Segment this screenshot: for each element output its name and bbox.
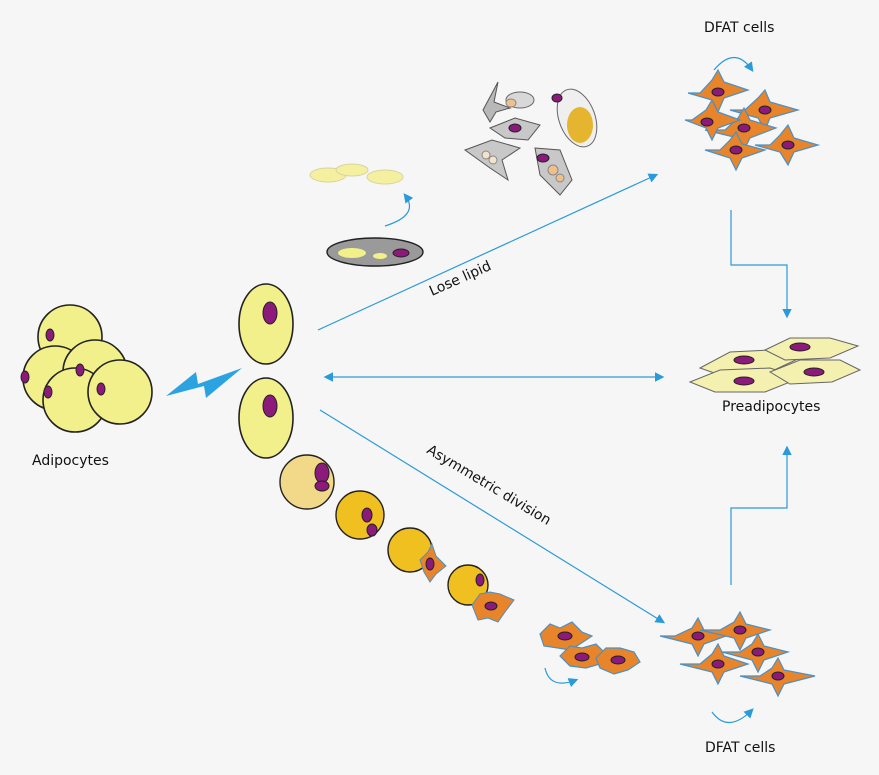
arrows <box>317 173 792 624</box>
dfat-cells-small <box>539 621 641 688</box>
dfat-cells-bottom <box>659 610 816 724</box>
preadipocytes <box>688 337 862 393</box>
dfat-cells-top-label: DFAT cells <box>704 20 775 36</box>
central-adipocytes <box>238 283 294 459</box>
preadipocytes-label: Preadipocytes <box>722 399 821 415</box>
adipocytes-label: Adipocytes <box>32 453 109 469</box>
adipocyte-cluster <box>20 304 153 433</box>
lightning-icon <box>166 368 242 398</box>
lipid-release <box>309 163 424 267</box>
dfat-cells-bottom-label: DFAT cells <box>705 740 776 756</box>
dedifferentiating-cells <box>463 81 598 196</box>
asymmetric-division-sequence <box>279 454 515 623</box>
dfat-cells-top <box>684 56 821 172</box>
